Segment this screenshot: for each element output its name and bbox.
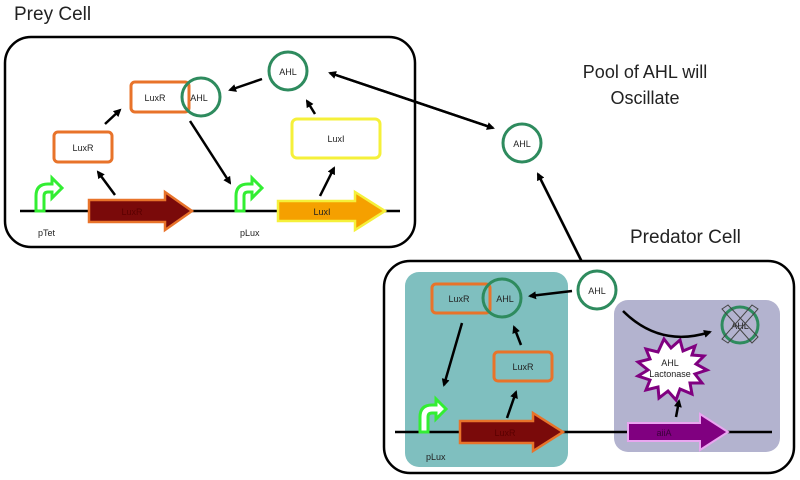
luxi-protein-label: LuxI [327, 134, 344, 144]
gene-aiia-label: aiiA [656, 428, 671, 438]
lactonase-label-line1: AHL [661, 358, 679, 368]
predator-cell: pLux LuxR aiiA LuxR AHL LuxR AHL AHL Lac… [382, 259, 796, 475]
promoter-ptet-label: pTet [38, 228, 56, 238]
degraded-ahl-circle [720, 305, 760, 345]
arrow-pool-to-predator [536, 173, 587, 270]
promoter-plux-predator-label: pLux [426, 452, 446, 462]
luxi-protein-box [290, 117, 382, 160]
predator-complex-luxr-label: LuxR [448, 294, 470, 304]
arrow-gene-to-predator-luxr [505, 390, 518, 419]
predator-luxr-protein-label: LuxR [512, 362, 534, 372]
gene-luxi-label: LuxI [313, 207, 330, 217]
arrow-degradation-curve [622, 310, 712, 339]
pool-ahl-label: AHL [513, 139, 531, 149]
arrow-complex-to-plux [188, 120, 232, 185]
gene-luxr-predator-label: LuxR [494, 428, 516, 438]
gene-luxi-arrow [276, 189, 388, 233]
prey-cell-title: Prey Cell [14, 4, 91, 25]
promoter-ptet-icon [34, 174, 65, 213]
promoter-plux-predator-icon [418, 395, 449, 434]
predator-ahl-label: AHL [588, 286, 606, 296]
gene-luxr-predator-arrow [458, 410, 566, 454]
pool-caption-line2: Oscillate [610, 88, 679, 108]
predator-complex-luxr-box [430, 282, 492, 315]
arrow-luxr-to-predator-complex [512, 325, 523, 346]
gene-aiia-arrow [627, 412, 730, 452]
arrow-prey-pool [329, 71, 495, 130]
complex-luxr-label: LuxR [144, 93, 166, 103]
prey-ahl-circle [267, 50, 309, 92]
promoter-plux-label: pLux [240, 228, 260, 238]
complex-ahl-circle [180, 76, 222, 118]
complex-luxr-box [129, 80, 191, 114]
prey-cell-membrane [3, 35, 417, 249]
luxr-protein-label: LuxR [72, 143, 94, 153]
promoter-plux-icon [234, 174, 265, 213]
pool-caption-line1: Pool of AHL will [583, 62, 707, 82]
lactonase-label-line2: Lactonase [649, 369, 691, 379]
gene-luxr-arrow [87, 189, 195, 233]
gene-luxr-label: LuxR [121, 207, 143, 217]
prey-ahl-label: AHL [279, 67, 297, 77]
arrow-complex-to-promoter [441, 322, 464, 387]
luxr-protein-box [52, 130, 114, 164]
arrow-ahl-to-complex [228, 77, 263, 92]
predator-complex-ahl-label: AHL [496, 294, 514, 304]
ahl-lactonase-burst [634, 336, 711, 403]
prey-cell: pTet pLux LuxR LuxI LuxR LuxR AHL AHL Lu… [3, 35, 417, 249]
arrow-luxi-to-ahl [305, 99, 317, 115]
complex-ahl-label: AHL [190, 93, 208, 103]
arrow-luxr-to-complex [104, 108, 122, 125]
arrow-ahl-to-predator-complex [528, 289, 573, 300]
arrow-gene-to-luxr [96, 170, 117, 196]
predator-luxr-protein-box [492, 350, 554, 383]
arrow-gene-to-lactonase [673, 399, 682, 418]
predator-cell-title: Predator Cell [630, 227, 741, 248]
cross-icon [721, 304, 759, 344]
degraded-ahl-label: AHL [731, 321, 749, 331]
arrow-gene-to-luxi [318, 166, 336, 197]
quorum-sensing-region [405, 272, 568, 467]
predator-complex-ahl-circle [481, 277, 523, 319]
predator-ahl-circle [576, 269, 618, 311]
pool-ahl-circle [501, 122, 543, 164]
